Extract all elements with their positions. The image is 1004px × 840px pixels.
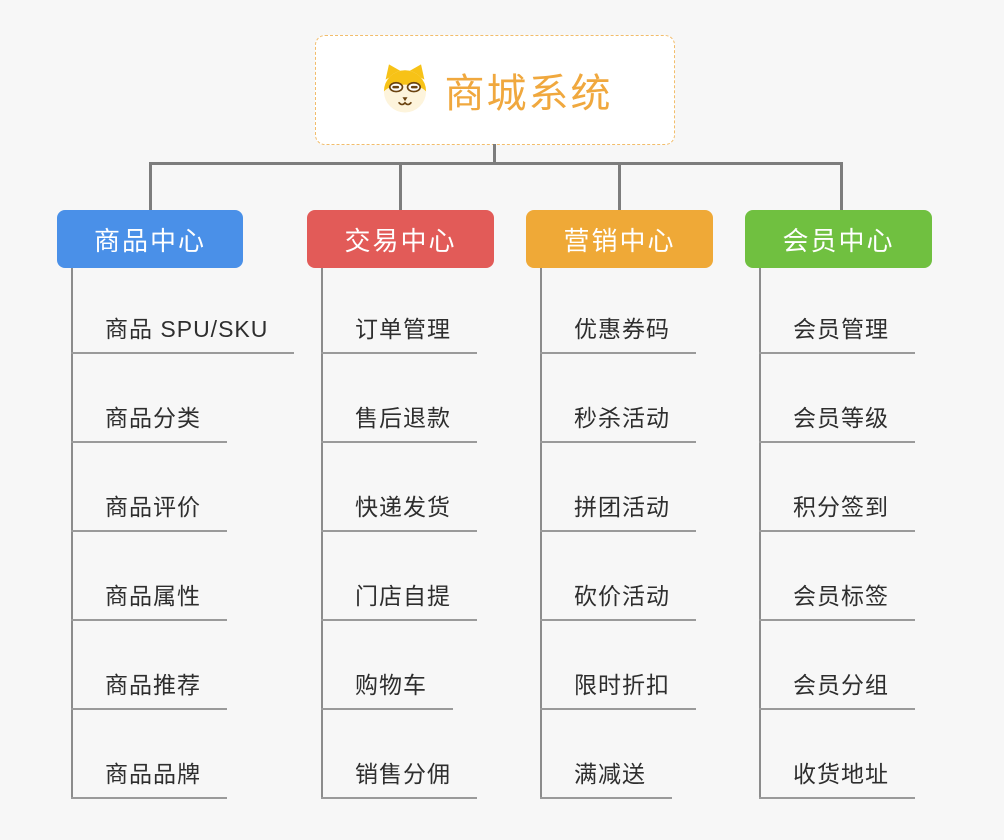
- branch-line-marketing-center: [540, 268, 542, 799]
- subtopic[interactable]: 商品品牌: [71, 761, 227, 799]
- subtopic[interactable]: 收货地址: [759, 761, 915, 799]
- subtopic[interactable]: 秒杀活动: [540, 405, 696, 443]
- branch-line-trade-center: [321, 268, 323, 799]
- subtopic-column-trade-center: 订单管理 售后退款 快递发货 门店自提 购物车 销售分佣: [321, 268, 573, 799]
- connector-drop-trade-center: [399, 162, 402, 211]
- root-topic[interactable]: 商城系统: [315, 35, 675, 145]
- branch-line-product-center: [71, 268, 73, 799]
- subtopic[interactable]: 积分签到: [759, 494, 915, 532]
- subtopic[interactable]: 会员管理: [759, 316, 915, 354]
- subtopic[interactable]: 砍价活动: [540, 583, 696, 621]
- branch-topic-member-center[interactable]: 会员中心: [745, 210, 932, 268]
- subtopic[interactable]: 购物车: [321, 672, 453, 710]
- subtopic[interactable]: 满减送: [540, 761, 672, 799]
- subtopic[interactable]: 限时折扣: [540, 672, 696, 710]
- subtopic[interactable]: 商品推荐: [71, 672, 227, 710]
- subtopic[interactable]: 商品 SPU/SKU: [71, 316, 295, 354]
- root-topic-label: 商城系统: [444, 72, 613, 116]
- connector-drop-marketing-center: [618, 162, 621, 211]
- subtopic[interactable]: 商品属性: [71, 583, 227, 621]
- subtopic[interactable]: 订单管理: [321, 316, 477, 354]
- connector-drop-product-center: [149, 162, 152, 211]
- branch-line-member-center: [759, 268, 761, 799]
- connector-rail: [149, 162, 843, 165]
- subtopic[interactable]: 售后退款: [321, 405, 477, 443]
- subtopic[interactable]: 优惠券码: [540, 316, 696, 354]
- branch-topic-trade-center[interactable]: 交易中心: [307, 210, 494, 268]
- subtopic-column-product-center: 商品 SPU/SKU 商品分类 商品评价 商品属性 商品推荐 商品品牌: [71, 268, 323, 799]
- subtopic-column-member-center: 会员管理 会员等级 积分签到 会员标签 会员分组 收货地址: [759, 268, 1004, 799]
- subtopic[interactable]: 拼团活动: [540, 494, 696, 532]
- subtopic[interactable]: 快递发货: [321, 494, 477, 532]
- subtopic[interactable]: 销售分佣: [321, 761, 477, 799]
- connector-drop-member-center: [840, 162, 843, 211]
- subtopic-column-marketing-center: 优惠券码 秒杀活动 拼团活动 砍价活动 限时折扣 满减送: [540, 268, 792, 799]
- branch-topic-product-center[interactable]: 商品中心: [57, 210, 243, 268]
- subtopic[interactable]: 商品评价: [71, 494, 227, 532]
- subtopic[interactable]: 商品分类: [71, 405, 227, 443]
- branch-topic-marketing-center[interactable]: 营销中心: [526, 210, 713, 268]
- connector-root-stem: [493, 144, 496, 164]
- subtopic[interactable]: 会员等级: [759, 405, 915, 443]
- subtopic[interactable]: 会员标签: [759, 583, 915, 621]
- subtopic[interactable]: 会员分组: [759, 672, 915, 710]
- dog-face-icon: [378, 61, 432, 120]
- subtopic[interactable]: 门店自提: [321, 583, 477, 621]
